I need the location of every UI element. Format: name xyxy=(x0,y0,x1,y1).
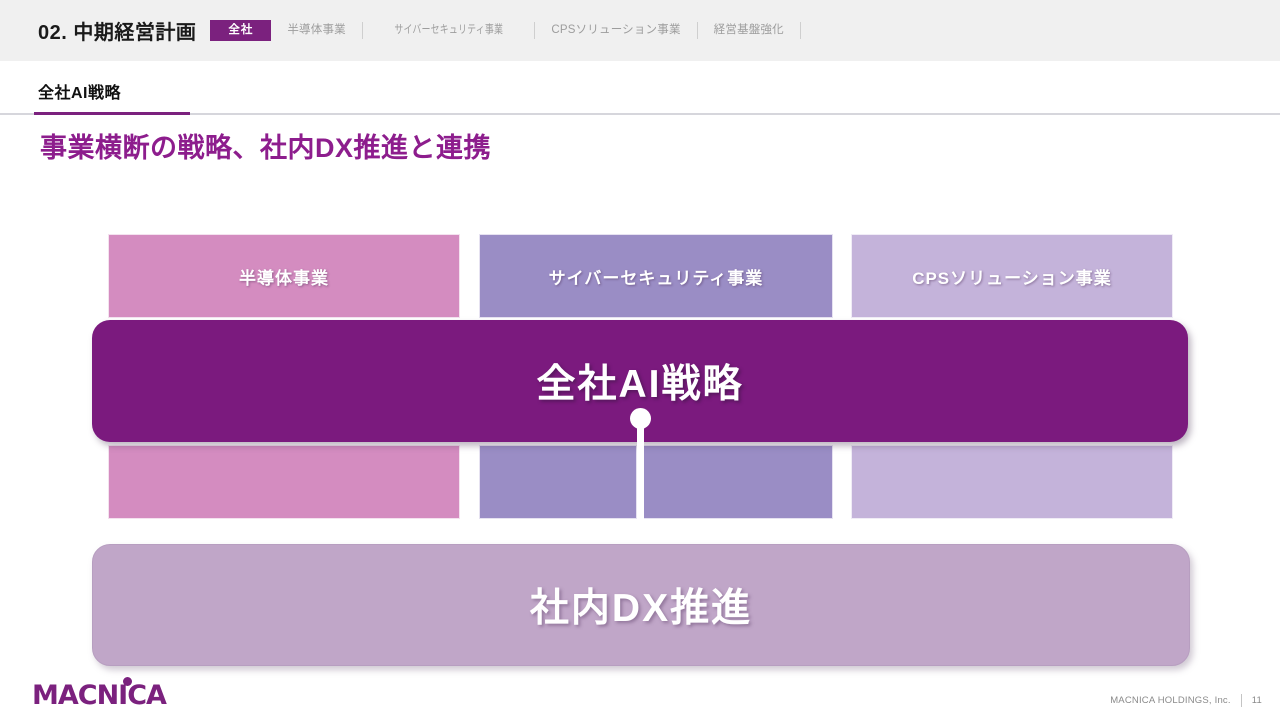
footer-meta: MACNICA HOLDINGS, Inc. 11 xyxy=(1110,694,1262,707)
column-header-cybersecurity: サイバーセキュリティ事業 xyxy=(479,234,833,318)
footer-separator xyxy=(1240,694,1242,707)
nav-item-cps-solution[interactable]: CPSソリューション事業 xyxy=(551,23,681,36)
nav-separator xyxy=(696,22,698,39)
column-header-semiconductor: 半導体事業 xyxy=(108,234,460,318)
nav-separator xyxy=(361,22,363,39)
column-body-semiconductor xyxy=(108,445,460,519)
nav-item-management-base[interactable]: 経営基盤強化 xyxy=(713,23,784,36)
page-title: 全社AI戦略 xyxy=(38,85,122,102)
banner-company-ai-strategy-label: 全社AI戦略 xyxy=(536,363,744,406)
footer-company-name: MACNICA HOLDINGS, Inc. xyxy=(1110,695,1231,706)
column-body-cybersecurity-right xyxy=(643,445,833,519)
macnica-logo: MACNICA xyxy=(32,680,167,711)
banner-internal-dx-label: 社内DX推進 xyxy=(529,587,753,630)
nav-separator xyxy=(799,22,801,39)
footer-page-number: 11 xyxy=(1251,695,1262,706)
banner-internal-dx[interactable]: 社内DX推進 xyxy=(92,544,1190,666)
nav-item-semiconductor[interactable]: 半導体事業 xyxy=(287,23,346,36)
column-header-cps-solution-label: CPSソリューション事業 xyxy=(912,268,1112,288)
column-body-cps-solution xyxy=(851,445,1173,519)
nav-separator xyxy=(534,22,536,39)
title-accent-rule xyxy=(34,112,190,115)
chapter-title: 02. 中期経営計画 xyxy=(38,22,197,44)
connector-line xyxy=(637,416,644,566)
column-header-cps-solution: CPSソリューション事業 xyxy=(851,234,1173,318)
headline: 事業横断の戦略、社内DX推進と連携 xyxy=(40,133,492,163)
column-header-semiconductor-label: 半導体事業 xyxy=(239,268,329,288)
column-header-cybersecurity-label: サイバーセキュリティ事業 xyxy=(548,268,764,288)
header-nav-bar: 02. 中期経営計画 全社 半導体事業 サイバーセキュリティ事業 CPSソリュー… xyxy=(38,0,801,61)
macnica-logo-dot-icon xyxy=(123,677,132,686)
nav-item-zensha[interactable]: 全社 xyxy=(210,19,272,42)
column-body-cybersecurity-left xyxy=(479,445,637,519)
nav-item-cybersecurity[interactable]: サイバーセキュリティ事業 xyxy=(394,23,504,36)
connector-dot-top xyxy=(630,408,651,429)
chapter-nav-list: 全社 半導体事業 サイバーセキュリティ事業 CPSソリューション事業 経営基盤強… xyxy=(210,0,801,61)
title-divider xyxy=(0,113,1280,115)
